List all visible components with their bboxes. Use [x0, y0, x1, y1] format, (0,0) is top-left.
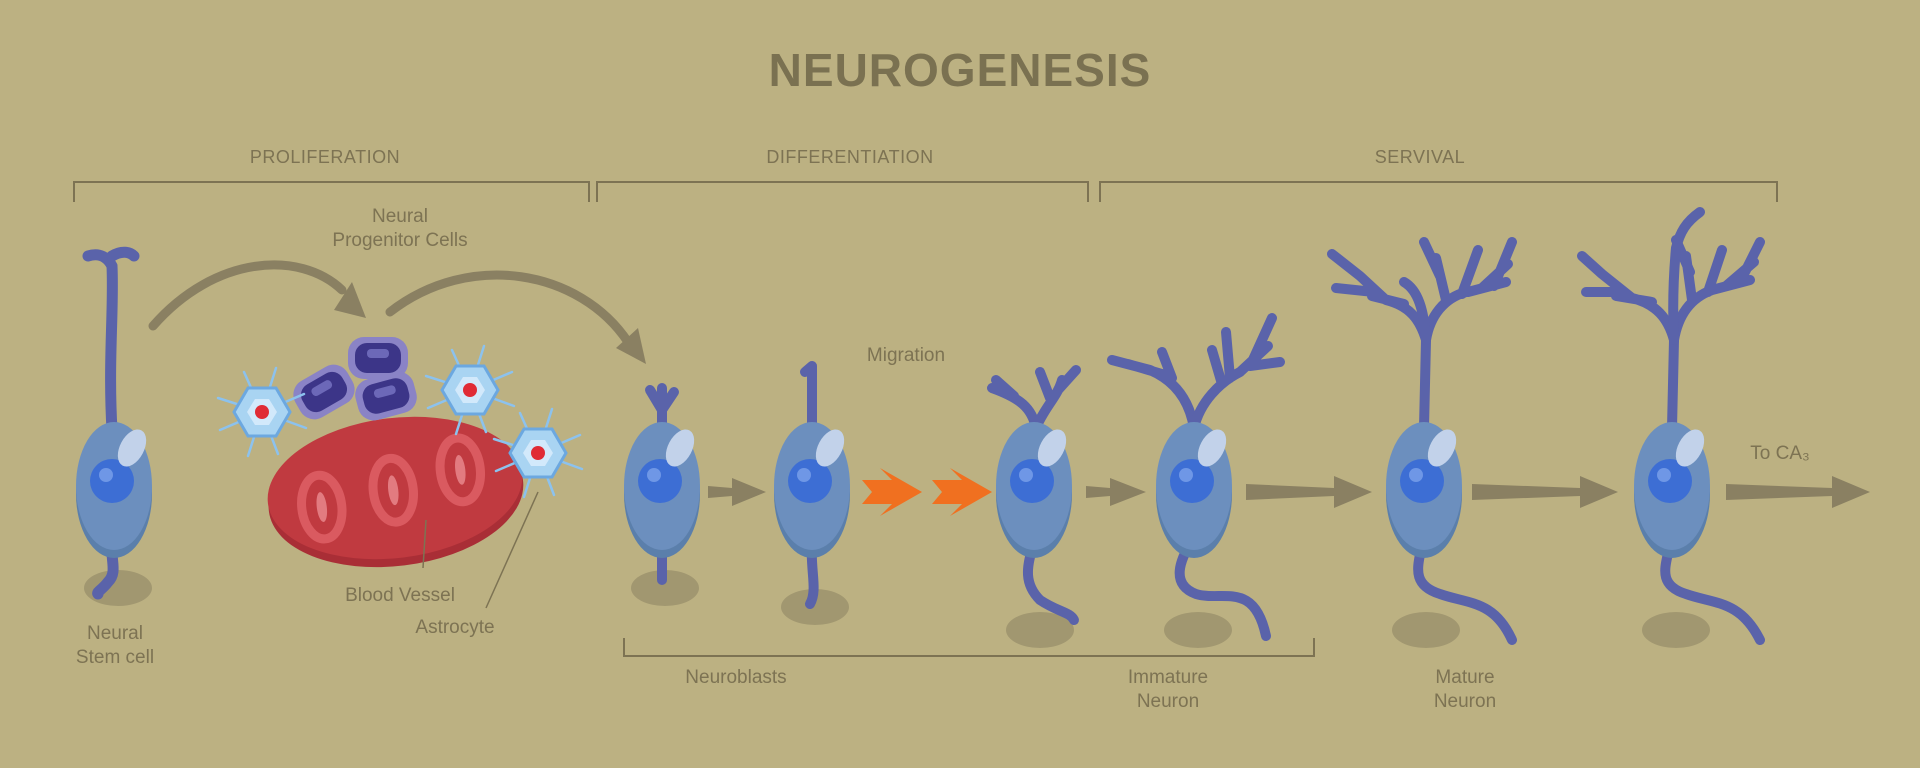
stage-arrows — [708, 476, 1870, 508]
neuroblast-2 — [774, 361, 850, 609]
phase-proliferation: PROLIFERATION — [249, 147, 401, 167]
phase-brackets — [73, 181, 1778, 657]
neuroblast-3-body — [996, 422, 1072, 558]
mature-neuron-2 — [1577, 207, 1765, 645]
label-neuroblasts: Neuroblasts — [685, 667, 787, 688]
progenitor-cells — [287, 337, 421, 426]
immature-neuron-body — [1156, 422, 1232, 558]
mature-neuron-1 — [1327, 237, 1517, 645]
label-blood-vessel: Blood Vessel — [345, 585, 455, 606]
phase-survival: SERVIVAL — [1374, 147, 1466, 167]
mature-neuron-1-body — [1386, 422, 1462, 558]
page-title: NEUROGENESIS — [768, 44, 1152, 96]
label-astrocyte: Astrocyte — [415, 617, 495, 638]
mature-neuron-2-body — [1634, 422, 1710, 558]
immature-neuron — [1107, 313, 1285, 641]
neuroblast-1 — [624, 383, 700, 585]
phase-differentiation: DIFFERENTIATION — [766, 147, 934, 167]
blood-vessel — [267, 416, 524, 568]
leader-lines — [422, 491, 539, 609]
cell-shadows — [84, 570, 1710, 648]
proliferation-arrows — [148, 260, 633, 347]
label-to-ca3: To CA₃ — [1750, 443, 1810, 464]
migration-arrows — [862, 468, 992, 516]
neural-stem-cell — [76, 246, 152, 600]
proliferation-arrowheads — [334, 282, 646, 364]
label-migration: Migration — [866, 345, 946, 366]
